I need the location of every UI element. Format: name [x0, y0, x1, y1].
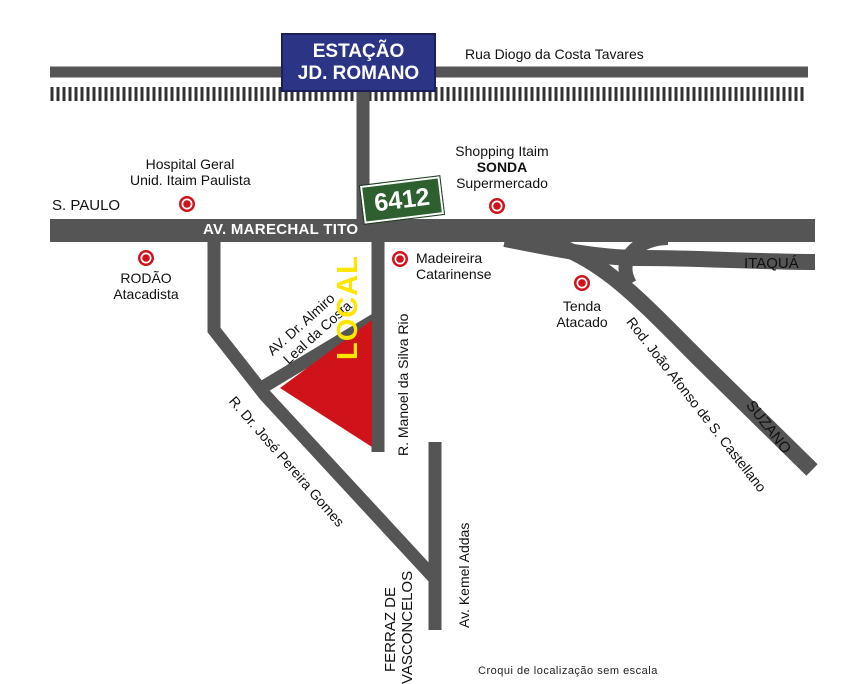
footnote: Croqui de localização sem escala: [478, 665, 658, 677]
poi-hospital-label: Hospital Geral Unid. Itaim Paulista: [130, 156, 251, 188]
poi-rodao-label: RODÃO Atacadista: [106, 270, 186, 302]
label-s-paulo: S. PAULO: [52, 197, 121, 214]
station-line2: JD. ROMANO: [297, 63, 420, 84]
road-av-marechal-tito: [50, 219, 815, 242]
label-itaqua: ITAQUÁ: [744, 255, 799, 272]
poi-tenda-line2: Atacado: [556, 314, 608, 330]
poi-hospital-line1: Hospital Geral: [145, 156, 235, 172]
poi-madeireira-line2: Catarinense: [416, 266, 492, 282]
poi-hospital-line2: Unid. Itaim Paulista: [130, 172, 251, 188]
poi-marker-icon: [489, 198, 505, 214]
station-jd-romano: ESTAÇÃO JD. ROMANO: [281, 33, 436, 92]
poi-marker-icon: [392, 251, 408, 267]
poi-sonda-label: Shopping Itaim SONDA Supermercado: [437, 143, 567, 191]
poi-rodao-line1: RODÃO: [120, 270, 172, 286]
poi-rodao-line2: Atacadista: [113, 286, 179, 302]
label-ferraz-line1: FERRAZ DE: [382, 586, 399, 672]
poi-marker-icon: [574, 275, 590, 291]
road-av-almiro: [254, 312, 382, 396]
poi-marker-icon: [138, 250, 154, 266]
road-r-jose-pereira-gomes: [207, 240, 441, 585]
road-rod-branch: [618, 231, 669, 288]
label-r-manoel: R. Manoel da Silva Rio: [395, 313, 411, 456]
poi-madeireira-line1: Madeireira: [416, 250, 483, 266]
station-line1: ESTAÇÃO: [312, 41, 405, 62]
label-ferraz: FERRAZ DE VASCONCELOS: [382, 571, 416, 684]
poi-sonda-line3: Supermercado: [456, 175, 548, 191]
label-av-kemel: Av. Kemel Addas: [456, 522, 472, 628]
label-ferraz-line2: VASCONCELOS: [399, 570, 416, 684]
label-av-marechal-tito: AV. MARECHAL TITO: [203, 221, 359, 238]
local-label: LOCAL: [332, 255, 364, 360]
poi-madeireira-label: Madeireira Catarinense: [416, 250, 492, 282]
label-rua-diogo: Rua Diogo da Costa Tavares: [465, 46, 644, 62]
poi-tenda-label: Tenda Atacado: [542, 298, 622, 330]
local-area: [280, 320, 372, 447]
poi-tenda-line1: Tenda: [562, 298, 602, 314]
poi-sonda-line1: Shopping Itaim: [455, 143, 549, 159]
poi-marker-icon: [179, 196, 195, 212]
road-rod-joao-afonso: [537, 232, 818, 476]
poi-sonda-line2: SONDA: [476, 159, 528, 175]
